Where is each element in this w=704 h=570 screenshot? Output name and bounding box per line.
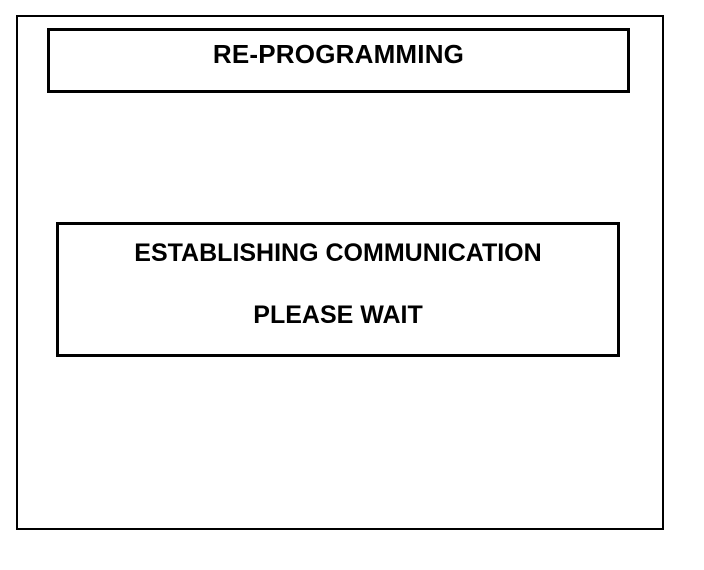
page-title: RE-PROGRAMMING <box>212 39 465 69</box>
title-banner: RE-PROGRAMMING <box>47 28 630 93</box>
status-message: ESTABLISHING COMMUNICATION <box>134 239 542 267</box>
screen-frame <box>16 15 664 530</box>
wait-instruction: PLEASE WAIT <box>253 301 423 329</box>
status-dialog: ESTABLISHING COMMUNICATION PLEASE WAIT <box>56 222 620 357</box>
